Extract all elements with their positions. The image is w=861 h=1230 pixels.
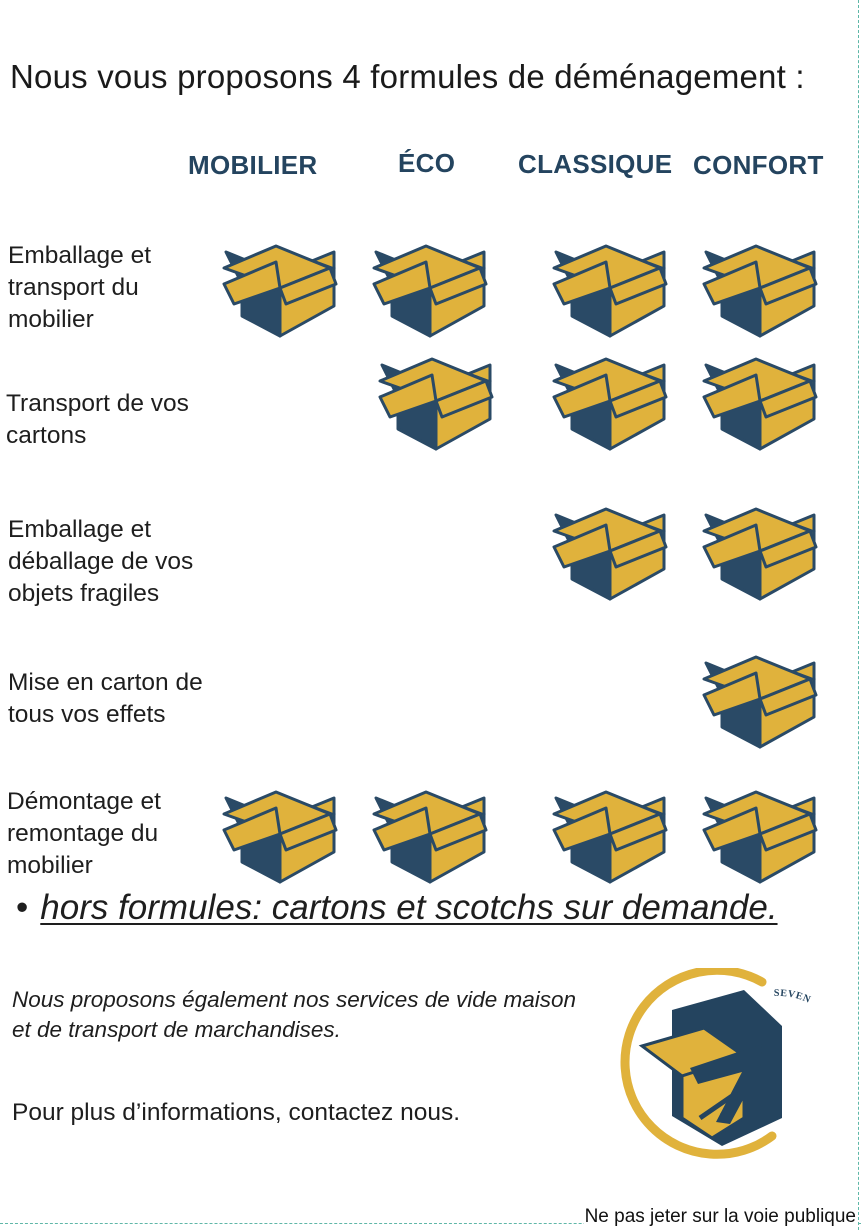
row-label-demontage: Démontage et remontage du mobilier <box>7 788 161 879</box>
services-text: Nous proposons également nos services de… <box>12 987 577 1042</box>
footer-notice: Ne pas jeter sur la voie publique <box>583 1206 857 1228</box>
open-box-icon <box>550 786 670 884</box>
open-box-icon <box>700 353 820 451</box>
note-line: • hors formules: cartons et scotchs sur d… <box>16 888 778 928</box>
note-text: hors formules: cartons et scotchs sur de… <box>40 888 778 927</box>
contact-text: Pour plus d’informations, contactez nous… <box>12 1099 461 1126</box>
row-label-mise-en-carton: Mise en carton de tous vos effets <box>8 669 203 728</box>
cut-line-right <box>858 0 859 1230</box>
open-box-icon <box>700 240 820 338</box>
seven-demenagement-logo: SEVEN DÉMÉNAGEMENT <box>612 968 812 1164</box>
column-header-mobilier: MOBILIER <box>188 150 318 180</box>
open-box-icon <box>550 503 670 601</box>
cut-line-bottom <box>0 1223 861 1224</box>
open-box-icon <box>700 651 820 749</box>
open-box-icon <box>550 240 670 338</box>
open-box-icon <box>700 786 820 884</box>
row-label-objets-fragiles: Emballage et déballage de vos objets fra… <box>8 516 194 607</box>
open-box-icon <box>220 240 340 338</box>
open-box-icon <box>700 503 820 601</box>
page-title: Nous vous proposons 4 formules de déména… <box>10 58 805 95</box>
open-box-icon <box>370 240 490 338</box>
open-box-icon <box>220 786 340 884</box>
row-label-emballage-transport: Emballage et transport du mobilier <box>8 242 152 333</box>
row-label-transport-cartons: Transport de vos cartons <box>6 390 189 449</box>
column-header-eco: ÉCO <box>398 148 456 178</box>
open-box-icon <box>376 353 496 451</box>
open-box-icon <box>370 786 490 884</box>
column-header-confort: CONFORT <box>693 150 824 180</box>
open-box-icon <box>550 353 670 451</box>
note-bullet: • <box>16 888 29 927</box>
column-header-classique: CLASSIQUE <box>518 149 673 179</box>
